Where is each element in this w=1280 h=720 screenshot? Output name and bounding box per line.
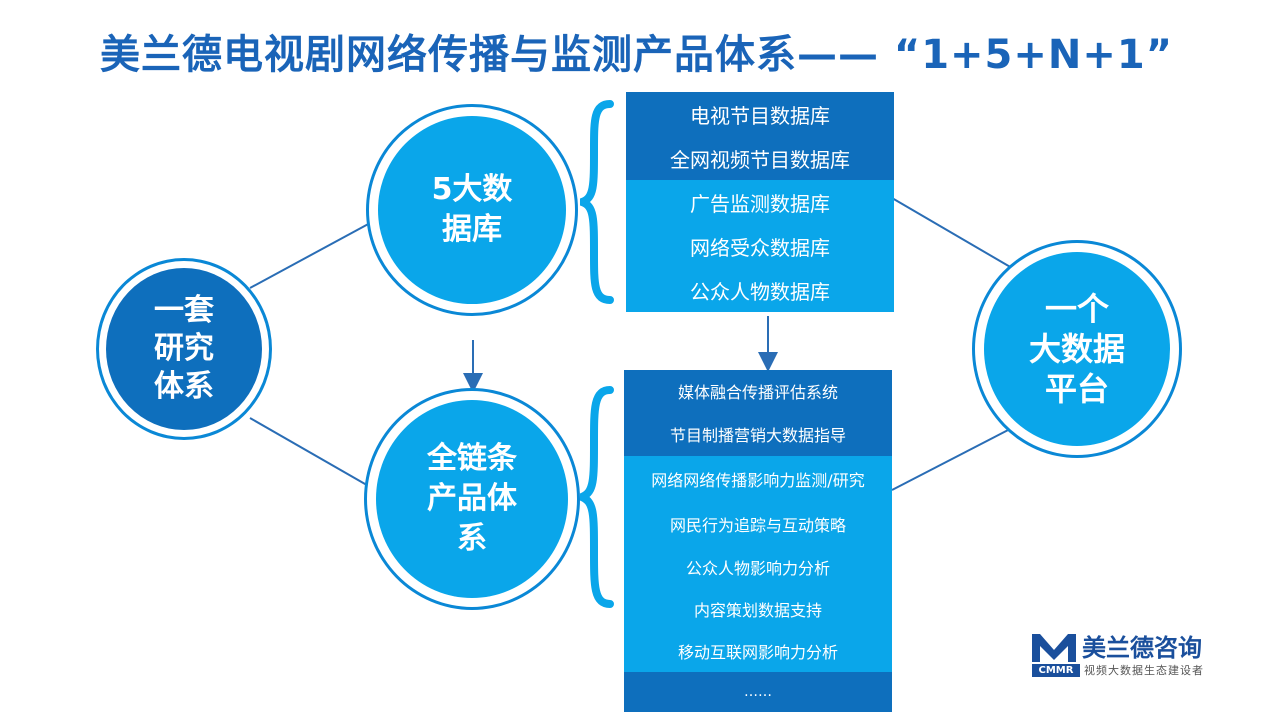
- circle-product-label: 全链条 产品体 系: [427, 441, 517, 556]
- page-title: 美兰德电视剧网络传播与监测产品体系—— “1+5+N+1”: [100, 32, 1174, 78]
- product-item: 节目制播营销大数据指导: [624, 412, 892, 456]
- logo-m-icon: [1032, 634, 1076, 662]
- product-list: 媒体融合传播评估系统 节目制播营销大数据指导 网络网络传播影响力监测/研究 网民…: [624, 370, 892, 712]
- database-item: 公众人物数据库: [626, 268, 894, 312]
- circle-product-system: 全链条 产品体 系: [376, 400, 568, 598]
- line-left-top: [249, 221, 373, 289]
- database-item: 网络受众数据库: [626, 224, 894, 268]
- circle-bigdata-platform: 一个 大数据 平台: [984, 252, 1170, 446]
- brace-top: [580, 100, 614, 304]
- product-item: 网民行为追踪与互动策略: [624, 502, 892, 546]
- company-logo: CMMR 美兰德咨询 视频大数据生态建设者: [1030, 628, 1240, 680]
- database-item: 广告监测数据库: [626, 180, 894, 224]
- database-list: 电视节目数据库 全网视频节目数据库 广告监测数据库 网络受众数据库 公众人物数据…: [626, 92, 894, 312]
- product-item: 内容策划数据支持: [624, 588, 892, 630]
- line-right-bottom: [891, 427, 1013, 491]
- database-item: 全网视频节目数据库: [626, 136, 894, 180]
- circle-databases-label: 5大数 据库: [431, 172, 513, 247]
- logo-abbr: CMMR: [1032, 664, 1080, 677]
- circle-research-system: 一套 研究 体系: [106, 268, 262, 430]
- product-item: 媒体融合传播评估系统: [624, 370, 892, 412]
- brace-bottom: [580, 386, 614, 608]
- logo-tagline: 视频大数据生态建设者: [1084, 664, 1204, 677]
- line-left-bottom: [249, 417, 373, 489]
- product-item: ……: [624, 672, 892, 712]
- circle-five-databases: 5大数 据库: [378, 116, 566, 304]
- circle-platform-label: 一个 大数据 平台: [1028, 290, 1125, 408]
- product-item: 公众人物影响力分析: [624, 546, 892, 588]
- database-item: 电视节目数据库: [626, 92, 894, 136]
- product-item: 移动互联网影响力分析: [624, 630, 892, 672]
- line-right-top: [891, 197, 1013, 269]
- logo-brand: 美兰德咨询: [1082, 634, 1202, 662]
- circle-research-label: 一套 研究 体系: [154, 293, 214, 404]
- product-item: 网络网络传播影响力监测/研究: [624, 456, 892, 502]
